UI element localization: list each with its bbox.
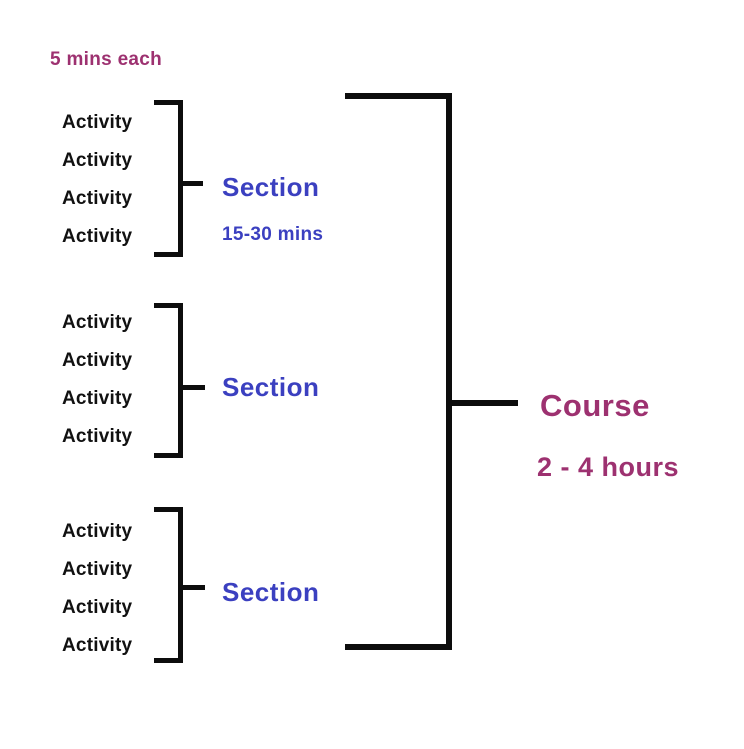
- section-bracket-tick-2: [178, 385, 205, 390]
- activity-label: Activity: [62, 521, 133, 542]
- course-bracket-tick: [446, 400, 518, 406]
- activity-label: Activity: [62, 350, 133, 371]
- activity-label: Activity: [62, 597, 133, 618]
- course-bracket: [345, 93, 452, 650]
- activity-label: Activity: [62, 112, 133, 133]
- activity-label: Activity: [62, 188, 133, 209]
- course-label: Course: [540, 388, 650, 423]
- activity-label: Activity: [62, 150, 133, 171]
- activity-label: Activity: [62, 388, 133, 409]
- activity-label: Activity: [62, 312, 133, 333]
- activity-label: Activity: [62, 635, 133, 656]
- activity-group-3: Activity Activity Activity Activity: [62, 513, 132, 665]
- section-bracket-1: [154, 100, 183, 257]
- section-bracket-2: [154, 303, 183, 458]
- activity-label: Activity: [62, 559, 133, 580]
- section-label-2: Section: [222, 372, 320, 402]
- activity-group-2: Activity Activity Activity Activity: [62, 304, 132, 456]
- section-bracket-tick-3: [178, 585, 205, 590]
- activities-duration-annotation: 5 mins each: [50, 49, 163, 70]
- section-label-3: Section: [222, 577, 320, 607]
- activity-label: Activity: [62, 226, 133, 247]
- section-label-1: Section: [222, 172, 320, 202]
- course-duration: 2 - 4 hours: [537, 452, 680, 482]
- section-duration-1: 15-30 mins: [222, 224, 324, 245]
- section-bracket-tick-1: [178, 181, 203, 186]
- activity-group-1: Activity Activity Activity Activity: [62, 104, 132, 256]
- activity-label: Activity: [62, 426, 133, 447]
